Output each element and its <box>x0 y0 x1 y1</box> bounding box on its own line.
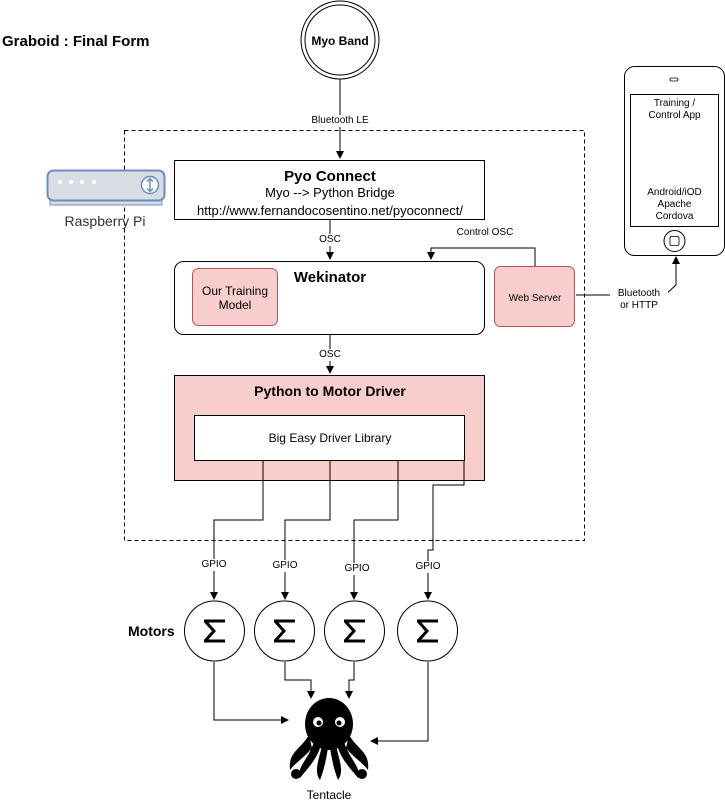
edge-label-bluetooth: Bluetooth <box>610 288 668 300</box>
phone-app-label-line1: Training / <box>653 98 696 109</box>
gpio-label-3: GPIO <box>337 563 377 575</box>
web-server-label: Web Server <box>508 293 562 304</box>
motor-driver-title: Python to Motor Driver <box>254 383 406 399</box>
smartphone-icon <box>624 66 725 256</box>
web-server-box <box>494 266 575 327</box>
edge-label-osc-2: OSC <box>310 349 350 361</box>
pyo-connect-url: http://www.fernandocosentino.net/pyoconn… <box>197 203 463 218</box>
motor-2 <box>254 600 315 662</box>
edge-label-or-http: or HTTP <box>610 300 668 312</box>
diagram-title: Graboid : Final Form <box>2 33 150 50</box>
wekinator-title: Wekinator <box>293 269 367 286</box>
driver-library-label: Big Easy Driver Library <box>268 431 392 445</box>
motor-1 <box>184 600 245 662</box>
phone-platform-line3: Cordova <box>655 211 694 222</box>
raspberry-pi-icon <box>46 169 166 206</box>
phone-app-label-line2: Control App <box>648 110 701 121</box>
training-model-label-line1: Our Training <box>201 284 269 298</box>
motor-3 <box>324 600 385 662</box>
training-model-label-line2: Model <box>218 298 252 312</box>
phone-platform-line2: Apache <box>657 199 692 210</box>
edge-label-control-osc: Control OSC <box>448 227 522 239</box>
edge-label-osc-1: OSC <box>310 234 350 246</box>
gpio-label-2: GPIO <box>265 560 305 572</box>
training-model-box <box>192 268 278 326</box>
tentacle-label: Tentacle <box>306 788 352 802</box>
gpio-label-4: GPIO <box>408 561 448 573</box>
motors-label: Motors <box>128 623 175 639</box>
myo-band-node <box>300 0 380 80</box>
octopus-icon <box>289 698 369 780</box>
myo-band-label: Myo Band <box>311 34 369 48</box>
phone-platform-line1: Android/iOD <box>647 187 702 198</box>
motor-4 <box>397 600 458 662</box>
pyo-connect-box <box>174 160 485 220</box>
gpio-label-1: GPIO <box>194 559 234 571</box>
edge-label-bluetooth-le: Bluetooth LE <box>300 115 380 127</box>
pyo-connect-subtitle: Myo --> Python Bridge <box>265 185 395 200</box>
raspberry-pi-label: Raspberry Pi <box>64 213 146 229</box>
pyo-connect-title: Pyo Connect <box>284 168 376 185</box>
